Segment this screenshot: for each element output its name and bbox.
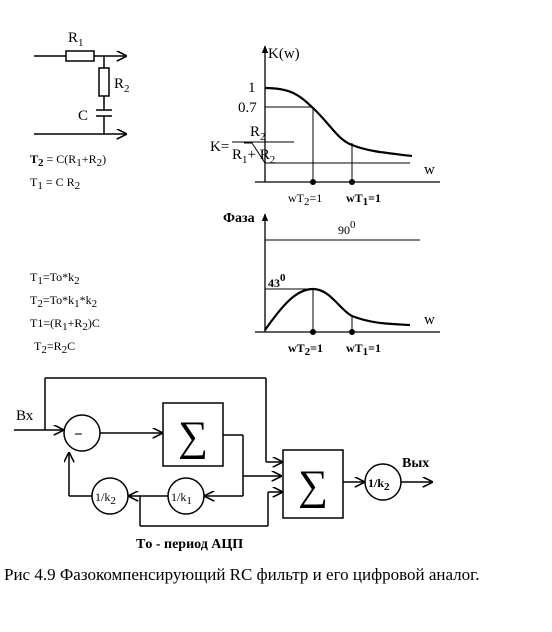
mag-xlabel: w	[424, 162, 435, 178]
phase-xtick-t2: wT2=1	[288, 341, 323, 358]
mag-curve	[264, 86, 413, 158]
mag-k-numerator: R2	[250, 124, 266, 143]
mag-ylabel: K(w)	[268, 46, 300, 62]
block-diagram	[14, 377, 432, 527]
gain-out-label: 1/k2	[368, 476, 390, 493]
resistor-r2	[98, 67, 110, 97]
c-label: C	[78, 108, 88, 124]
sum2-sigma: ∑	[298, 463, 328, 509]
mag-k-pointer	[244, 142, 266, 164]
rc-circuit	[34, 50, 126, 134]
phase-xtick-t1: wT1=1	[346, 341, 381, 358]
phase-t1-marker	[349, 329, 355, 335]
gain-k2-label: 1/k2	[95, 490, 116, 507]
phase-xlabel: w	[424, 312, 435, 328]
mag-tick-07: 0.7	[238, 100, 257, 116]
mag-xtick-t1: wT1=1	[346, 191, 381, 208]
resistor-r1	[65, 50, 95, 62]
mag-tick-1: 1	[248, 80, 256, 96]
formula-t2: T2=To*k1*k2	[30, 293, 97, 310]
t1-formula: T1 = C R2	[30, 175, 80, 192]
mag-xtick-t2: wT2=1	[288, 191, 322, 208]
phase-ylabel: Фаза	[223, 211, 255, 226]
phase-curve	[264, 287, 411, 331]
mag-t1-marker	[349, 179, 355, 185]
sum1-sigma: ∑	[178, 414, 208, 460]
mag-k-left: K=	[210, 139, 229, 155]
mag-t2-marker	[310, 179, 316, 185]
minus-sign: −	[74, 427, 83, 443]
figure-caption: Рис 4.9 Фазокомпенсирующий RC фильтр и е…	[4, 565, 480, 584]
sum2-block	[282, 449, 344, 519]
digital-formulas: T1=To*k2 T2=To*k1*k2 T1=(R1+R2)C T2=R2C	[30, 270, 100, 356]
formula-t1: T1=To*k2	[30, 270, 80, 287]
mag-k-denominator: R1+ R2	[232, 147, 275, 166]
phase-90-label: 900	[338, 219, 356, 237]
magnitude-plot: K(w) w 1 0.7 K= R2 R1+ R2 wT2=1 wT1=1	[210, 45, 440, 208]
t2-formula: T2 = C(R1+R2)	[30, 152, 106, 169]
phase-peak-label: 430	[268, 272, 286, 290]
r2-label: R2	[114, 76, 130, 95]
period-label: Tо - период АЦП	[136, 537, 243, 552]
gain-k1-label: 1/k1	[171, 490, 192, 507]
formula-t1-rc: T1=(R1+R2)C	[30, 316, 100, 333]
phase-plot: Фаза w 900 430 wT2=1 wT1=1	[223, 211, 440, 358]
phase-t2-marker	[310, 329, 316, 335]
input-label: Вх	[16, 408, 34, 424]
output-label: Вых	[402, 456, 429, 471]
formula-t2-rc: T2=R2C	[34, 339, 75, 356]
r1-label: R1	[68, 30, 84, 49]
